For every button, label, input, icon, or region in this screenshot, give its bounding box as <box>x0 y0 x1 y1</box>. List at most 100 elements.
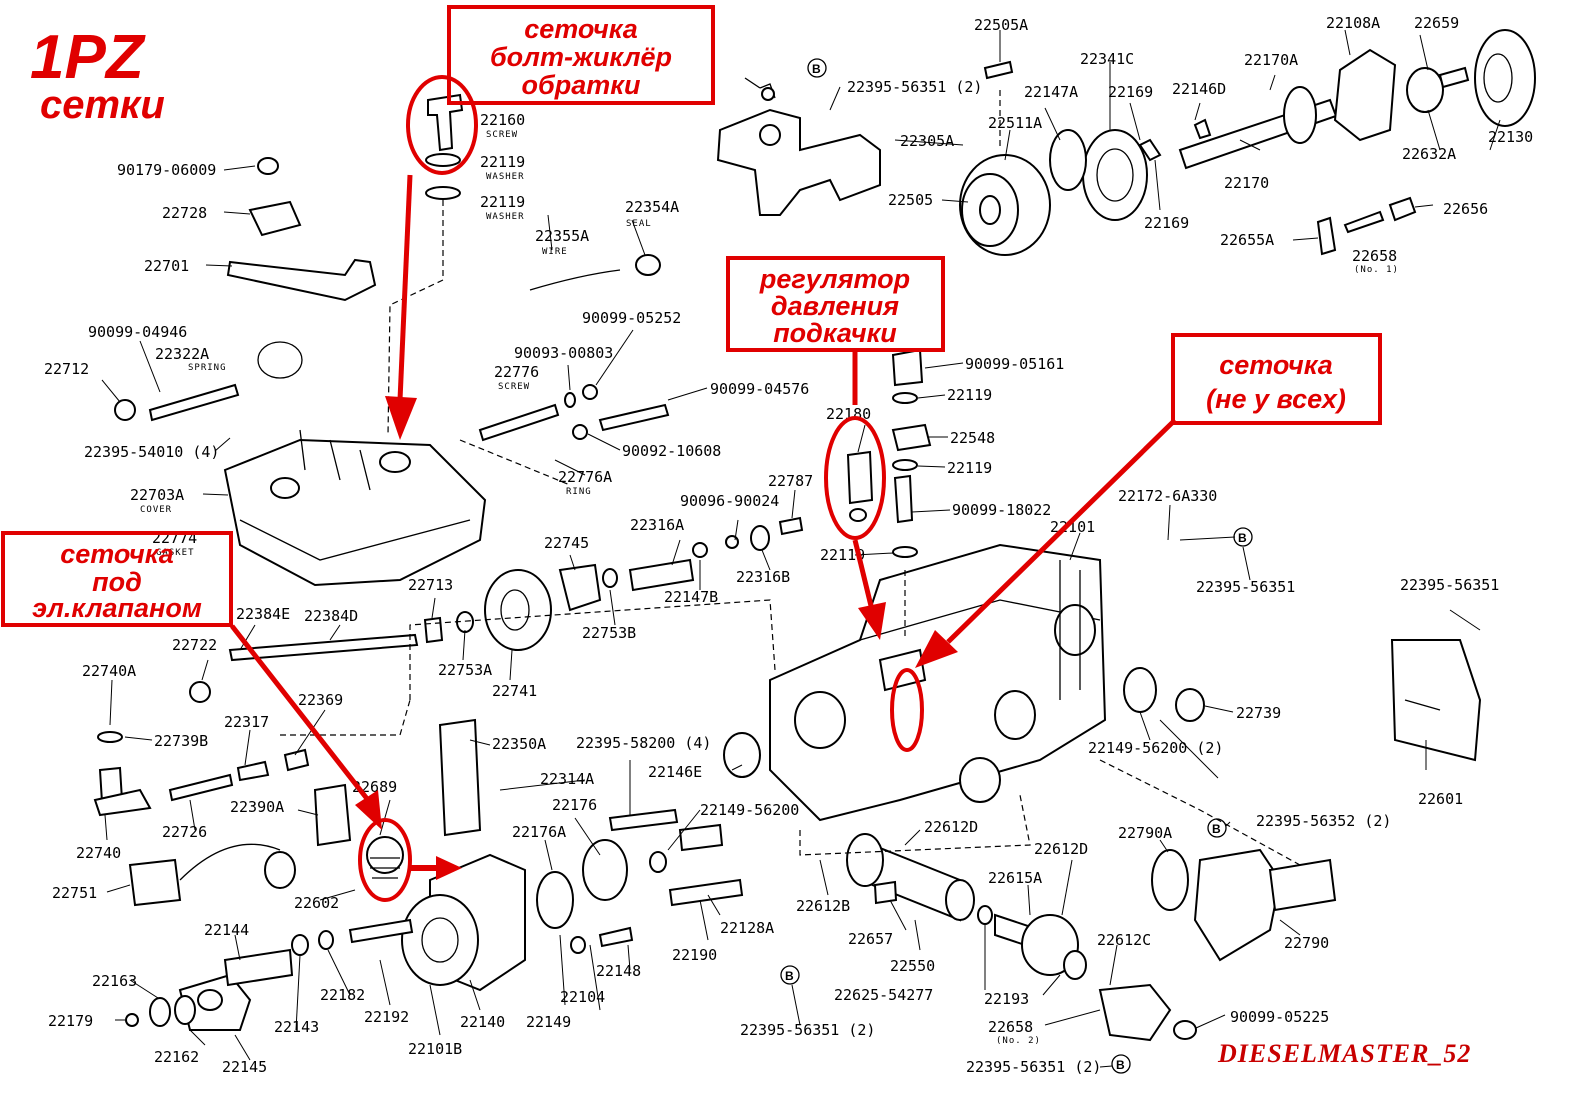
part-label: 22101B <box>408 1040 462 1058</box>
part-label: 22745 <box>544 534 589 552</box>
highlight-pressure-regulator <box>824 416 886 540</box>
part-label: 22395-58200 (4) <box>576 734 711 752</box>
b-mark-text: B <box>1212 822 1221 836</box>
part-sublabel: WASHER <box>486 212 525 222</box>
part-label: 22701 <box>144 257 189 275</box>
part-label: 22143 <box>274 1018 319 1036</box>
advance-piston <box>846 833 1197 1042</box>
part-label: 22602 <box>294 894 339 912</box>
part-label: 90099-04576 <box>710 380 809 398</box>
part-label: 22655A <box>1220 231 1274 249</box>
part-label: 22317 <box>224 713 269 731</box>
part-label: 22713 <box>408 576 453 594</box>
part-label: 22625-54277 <box>834 986 933 1004</box>
part-label: 90099-04946 <box>88 323 187 341</box>
part-label: 22140 <box>460 1013 505 1031</box>
annotation-return-bolt: сеточка болт-жиклёр обратки <box>447 5 715 105</box>
part-label: 22776 <box>494 363 539 381</box>
part-label: 22505 <box>888 191 933 209</box>
annotation-line: болт-жиклёр <box>490 42 672 72</box>
part-sublabel: SCREW <box>486 130 518 140</box>
part-label: 22658 <box>1352 247 1397 265</box>
part-label: 22193 <box>984 990 1029 1008</box>
part-label: 22322A <box>155 345 209 363</box>
drive-shaft <box>1178 29 1536 170</box>
part-label: 22119 <box>480 193 525 211</box>
part-label: 22753A <box>438 661 492 679</box>
part-label: 22384E <box>236 605 290 623</box>
part-label: 22172-6A330 <box>1118 487 1217 505</box>
part-label: 22119 <box>480 153 525 171</box>
part-sublabel: RING <box>566 487 592 497</box>
annotation-line: сеточка <box>1219 350 1333 380</box>
part-sublabel: WASHER <box>486 172 525 182</box>
part-sublabel: (No. 1) <box>1354 265 1399 275</box>
part-label: 22305A <box>900 132 954 150</box>
part-label: 22658 <box>988 1018 1033 1036</box>
part-label: 90092-10608 <box>622 442 721 460</box>
part-label: 22149-56200 (2) <box>1088 739 1223 757</box>
drive-gear <box>1049 129 1148 221</box>
highlight-inlet-screen <box>890 668 924 752</box>
part-label: 22163 <box>92 972 137 990</box>
part-label: 22612D <box>924 818 978 836</box>
part-label: 22395-56352 (2) <box>1256 812 1391 830</box>
part-label: 90096-90024 <box>680 492 779 510</box>
part-label: 22354A <box>625 198 679 216</box>
part-label: 22369 <box>298 691 343 709</box>
part-label: 22146D <box>1172 80 1226 98</box>
b-mark-text: B <box>1116 1058 1125 1072</box>
part-label: 22739 <box>1236 704 1281 722</box>
part-label: 22601 <box>1418 790 1463 808</box>
title-line-2: сетки <box>40 83 165 127</box>
part-label: 22147B <box>664 588 718 606</box>
part-label: 90099-05252 <box>582 309 681 327</box>
drive-pulley <box>959 154 1051 256</box>
part-sublabel: SEAL <box>626 219 652 229</box>
annotation-line: обратки <box>522 70 641 100</box>
annotation-line: сеточка <box>60 539 174 569</box>
part-label: 22149-56200 <box>700 801 799 819</box>
part-label: 22128A <box>720 919 774 937</box>
annotation-under-valve: сеточка под эл.клапаном <box>1 531 233 627</box>
part-label: 22776A <box>558 468 612 486</box>
part-label: 22176A <box>512 823 566 841</box>
part-label: 22314A <box>540 770 594 788</box>
b-mark-text: B <box>812 62 821 76</box>
part-sublabel: SPRING <box>188 363 227 373</box>
part-label: 90099-18022 <box>952 501 1051 519</box>
annotation-line: сеточка <box>524 14 638 44</box>
part-label: 22316B <box>736 568 790 586</box>
part-label: 22741 <box>492 682 537 700</box>
part-label: 22550 <box>890 957 935 975</box>
annotation-line: под <box>92 567 142 597</box>
part-label: 22192 <box>364 1008 409 1026</box>
highlight-valve-screen <box>358 818 412 902</box>
part-label: 22657 <box>848 930 893 948</box>
annotation-line: подкачки <box>773 318 897 348</box>
part-sublabel: GASKET <box>156 548 195 558</box>
part-label: 22162 <box>154 1048 199 1066</box>
highlight-return-bolt <box>406 75 478 175</box>
part-label: 22130 <box>1488 128 1533 146</box>
part-label: 22395-56351 (2) <box>847 78 982 96</box>
cover-assembly <box>114 254 670 587</box>
part-label: 22104 <box>560 988 605 1006</box>
part-label: 22395-56351 <box>1196 578 1295 596</box>
part-label: 22505A <box>974 16 1028 34</box>
governor-weights <box>189 516 804 703</box>
part-label: 22395-56351 <box>1400 576 1499 594</box>
annotation-line: эл.клапаном <box>32 593 202 623</box>
part-label: 22355A <box>535 227 589 245</box>
banjo-bolt <box>425 93 464 200</box>
pump-housing <box>769 543 1107 822</box>
part-label: 22739B <box>154 732 208 750</box>
part-label: 22656 <box>1443 200 1488 218</box>
part-label: 22726 <box>162 823 207 841</box>
part-label: 22149 <box>526 1013 571 1031</box>
fuel-cut-solenoid <box>93 731 352 907</box>
part-label: 22350A <box>492 735 546 753</box>
b-mark-text: B <box>1238 531 1247 545</box>
